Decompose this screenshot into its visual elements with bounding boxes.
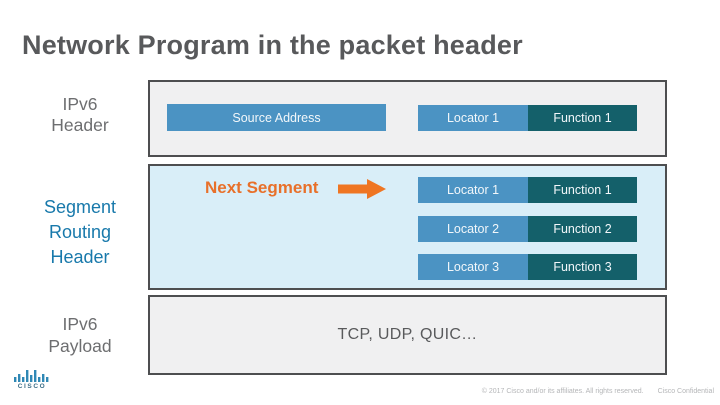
function-chip: Function 3 — [528, 254, 637, 280]
next-segment-label: Next Segment — [205, 178, 319, 197]
ipv6-payload-box: TCP, UDP, QUIC… — [148, 295, 667, 375]
ipv6-payload-label: IPv6 Payload — [48, 314, 112, 357]
function-chip: Function 1 — [528, 177, 637, 203]
locator-chip: Locator 1 — [418, 177, 528, 203]
cisco-bridge-icon — [14, 370, 49, 382]
cisco-logo: cisco — [10, 370, 54, 390]
confidential-text: Cisco Confidential — [657, 388, 714, 395]
segment-routing-header-label: Segment Routing Header — [43, 197, 117, 267]
locator-chip: Locator 1 — [418, 105, 528, 131]
next-segment-arrow-icon — [338, 179, 386, 199]
segment-routing-box: Next Segment Locator 1 Function 1 Locato… — [148, 164, 667, 290]
function-chip: Function 1 — [528, 105, 637, 131]
slide-footer: © 2017 Cisco and/or its affiliates. All … — [482, 388, 714, 395]
locator-chip: Locator 2 — [418, 216, 528, 242]
copyright-text: © 2017 Cisco and/or its affiliates. All … — [481, 388, 644, 395]
ipv6-header-label: IPv6 Header — [51, 94, 109, 135]
function-chip: Function 2 — [528, 216, 637, 242]
locator-chip: Locator 3 — [418, 254, 528, 280]
source-address-chip: Source Address — [167, 104, 386, 131]
slide-title: Network Program in the packet header — [22, 30, 523, 60]
payload-protocols-text: TCP, UDP, QUIC… — [337, 326, 478, 343]
ipv6-header-box: Source Address Locator 1 Function 1 — [148, 80, 667, 157]
cisco-logo-text: cisco — [17, 383, 47, 390]
